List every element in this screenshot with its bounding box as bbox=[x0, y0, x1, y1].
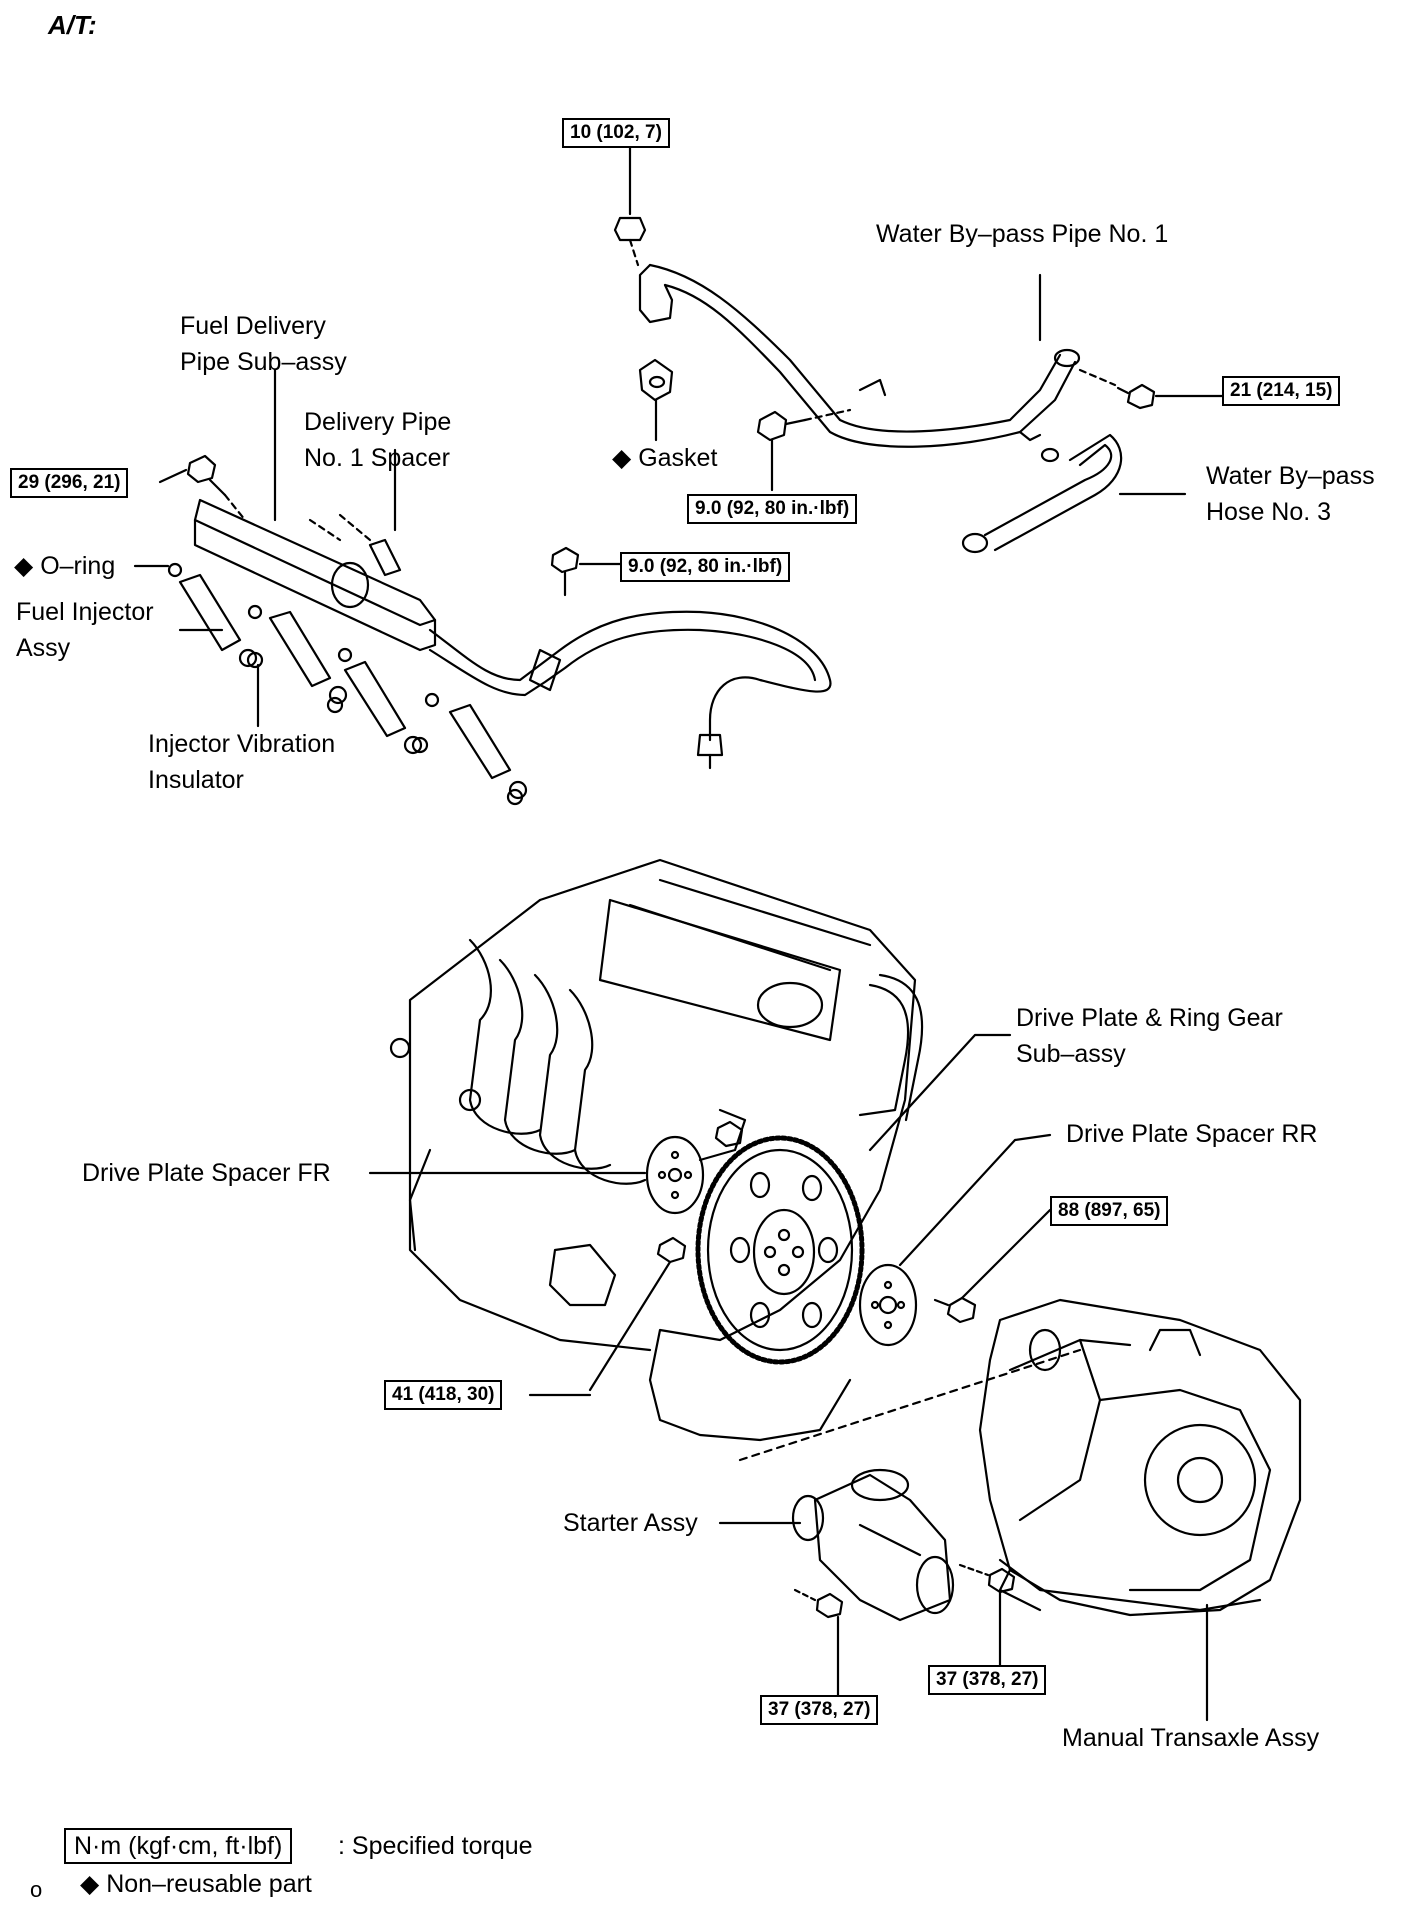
drive-plate-ring-gear bbox=[695, 1135, 865, 1365]
diamond-icon: ◆ bbox=[14, 552, 34, 580]
legend-torque-unit: N·m (kgf·cm, ft·lbf) bbox=[64, 1828, 293, 1864]
delivery-spacer-label-1: Delivery Pipe bbox=[304, 408, 452, 436]
bolt-icon bbox=[933, 1208, 1052, 1324]
page-title: A/T: bbox=[48, 10, 97, 40]
torque-label: 10 (102, 7) bbox=[562, 118, 670, 148]
fuel-injector-label-1: Fuel Injector bbox=[16, 598, 154, 626]
water-bypass-pipe-drawing bbox=[638, 263, 1081, 448]
torque-label: 9.0 (92, 80 in.·lbf) bbox=[620, 552, 791, 582]
legend-nonreusable: ◆ Non–reusable part bbox=[80, 1868, 312, 1900]
torque-label: 21 (214, 15) bbox=[1222, 376, 1341, 406]
leader bbox=[868, 1033, 1012, 1152]
leader bbox=[738, 1348, 1082, 1462]
torque-label: 88 (897, 65) bbox=[1050, 1196, 1169, 1226]
torque-label: 29 (296, 21) bbox=[10, 468, 129, 498]
injector-insulator-label-2: Insulator bbox=[148, 766, 244, 794]
fuel-delivery-label-1: Fuel Delivery bbox=[180, 312, 326, 340]
bolt-icon bbox=[756, 408, 852, 492]
diamond-icon: ◆ bbox=[80, 1870, 100, 1898]
water-bypass-hose-drawing bbox=[961, 433, 1187, 554]
starter-label: Starter Assy bbox=[563, 1509, 698, 1537]
diamond-icon: ◆ bbox=[612, 444, 632, 472]
fuel-injectors-drawing bbox=[167, 562, 528, 806]
legend-torque-text: : Specified torque bbox=[338, 1832, 533, 1860]
spacer-fr-label: Drive Plate Spacer FR bbox=[82, 1159, 331, 1187]
water-bypass-pipe-label: Water By–pass Pipe No. 1 bbox=[876, 220, 1169, 248]
o-ring-label: ◆ O–ring bbox=[14, 548, 115, 584]
gasket-drawing bbox=[638, 358, 674, 442]
torque-label: 37 (378, 27) bbox=[760, 1695, 879, 1725]
torque-label: 41 (418, 30) bbox=[384, 1380, 503, 1410]
fuel-delivery-label-2: Pipe Sub–assy bbox=[180, 348, 347, 376]
bolt-icon bbox=[158, 454, 247, 522]
transaxle-label: Manual Transaxle Assy bbox=[1062, 1724, 1320, 1752]
spacer-rr-label: Drive Plate Spacer RR bbox=[1066, 1120, 1318, 1148]
bolt-icon bbox=[550, 546, 622, 597]
bolt-icon bbox=[793, 1588, 844, 1697]
drive-plate-spacer-fr bbox=[368, 1135, 705, 1215]
torque-label: 37 (378, 27) bbox=[928, 1665, 1047, 1695]
bolt-icon bbox=[958, 1563, 1016, 1667]
drive-plate-label-1: Drive Plate & Ring Gear bbox=[1016, 1004, 1283, 1032]
torque-label: 9.0 (92, 80 in.·lbf) bbox=[687, 494, 858, 524]
engine-drawing bbox=[389, 858, 924, 1442]
fuel-injector-label-2: Assy bbox=[16, 634, 71, 662]
fuel-delivery-pipe-drawing bbox=[193, 498, 832, 770]
drive-plate-label-2: Sub–assy bbox=[1016, 1040, 1126, 1068]
water-bypass-hose-label-2: Hose No. 3 bbox=[1206, 498, 1332, 526]
bolt-icon bbox=[528, 1236, 687, 1397]
bolt-icon bbox=[1078, 368, 1224, 410]
o-ring-text: O–ring bbox=[40, 552, 116, 580]
nut-icon bbox=[613, 216, 647, 267]
corner-mark: o bbox=[30, 1877, 43, 1902]
gasket-text: Gasket bbox=[638, 444, 718, 472]
starter-drawing bbox=[718, 1468, 955, 1622]
injector-insulator-label-1: Injector Vibration bbox=[148, 730, 336, 758]
gasket-label: ◆ Gasket bbox=[612, 440, 717, 476]
legend-nonreusable-text: Non–reusable part bbox=[106, 1870, 312, 1898]
delivery-spacer-label-2: No. 1 Spacer bbox=[304, 444, 450, 472]
delivery-spacer-drawing bbox=[308, 448, 402, 577]
bolt-icon bbox=[714, 1120, 744, 1148]
drive-plate-spacer-rr bbox=[858, 1133, 1052, 1347]
water-bypass-hose-label-1: Water By–pass bbox=[1206, 462, 1375, 490]
manual-transaxle-drawing bbox=[978, 1298, 1302, 1722]
